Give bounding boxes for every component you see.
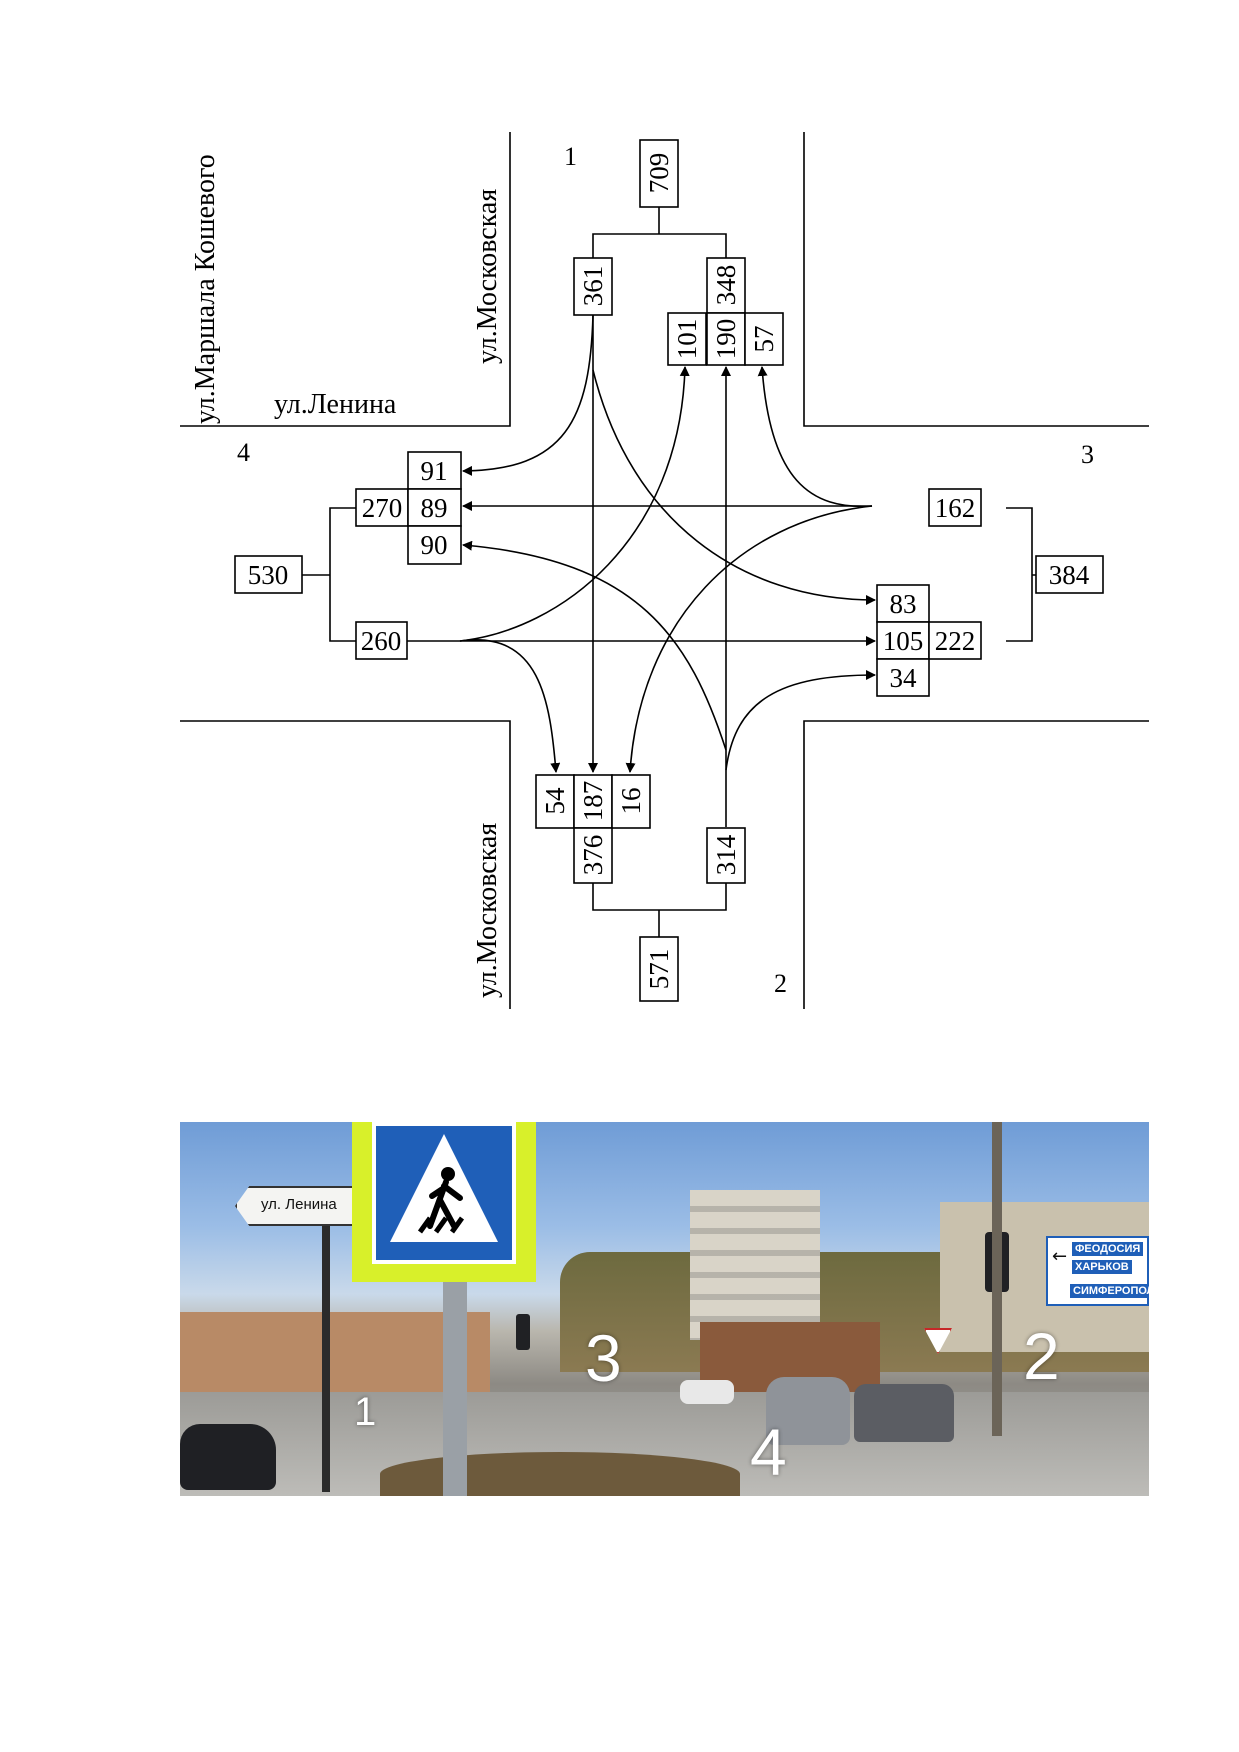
crossing-sign-pole: [443, 1272, 467, 1496]
south-volumes: 54 187 16 376 314 571: [535, 774, 746, 1002]
intersection-photo: ул. Ленина ← ФЕОДОСИЯ ХАРЬКОВ СИМФЕРОПОЛ…: [180, 1122, 1149, 1496]
photo-label-4: 4: [750, 1415, 787, 1489]
west-in-value: 270: [362, 493, 403, 523]
east-arr-mid-box: [876, 621, 930, 660]
south-arr-left-value: 54: [540, 787, 570, 815]
photo-label-1: 1: [354, 1390, 377, 1434]
west-arr-bot-box: [407, 525, 462, 565]
west-volumes: 91 270 89 90 530 260: [234, 451, 462, 660]
street-moskovskaya-south: ул.Московская: [472, 823, 503, 998]
south-in-value: 376: [578, 835, 608, 876]
car-black: [180, 1424, 276, 1490]
west-in-box: [355, 488, 409, 527]
grass-verge: [380, 1452, 740, 1496]
east-total-value: 384: [1049, 560, 1090, 590]
north-right-value: 348: [711, 265, 741, 306]
south-out-box: [706, 827, 746, 884]
north-total-box: [639, 139, 679, 208]
right-pole: [992, 1122, 1002, 1436]
west-arr-bot-value: 90: [421, 530, 448, 560]
traffic-light-left: [516, 1314, 530, 1350]
approach-1: 1: [564, 142, 577, 171]
direction-simferopol: СИМФЕРОПОЛ: [1070, 1284, 1149, 1298]
north-total-value: 709: [644, 153, 674, 194]
south-total-box: [639, 936, 679, 1002]
street-name-sign-text: ул. Ленина: [261, 1196, 337, 1213]
photo-label-3: 3: [585, 1321, 622, 1395]
east-in-box: [928, 621, 982, 660]
direction-sign: ← ФЕОДОСИЯ ХАРЬКОВ СИМФЕРОПОЛ: [1046, 1236, 1149, 1306]
west-out-value: 260: [361, 626, 402, 656]
north-in-right-value: 57: [749, 326, 779, 353]
approach-2: 2: [774, 969, 787, 998]
north-right-box: [706, 257, 746, 314]
street-lenina: ул.Ленина: [274, 389, 397, 420]
direction-arrow-icon: ←: [1052, 1246, 1068, 1267]
north-in-left-box: [667, 312, 707, 366]
street-name-sign: ул. Ленина: [235, 1186, 354, 1226]
west-total-box: [234, 555, 303, 594]
north-in-left-value: 101: [672, 319, 702, 360]
east-arr-bot-box: [876, 658, 930, 697]
east-arr-bot-value: 34: [890, 663, 918, 693]
south-arr-mid-box: [573, 774, 613, 829]
east-arr-top-box: [876, 584, 930, 623]
north-in-mid-box: [706, 312, 746, 366]
north-left-box: [573, 257, 613, 316]
east-out-value: 162: [935, 493, 976, 523]
car-silver: [766, 1377, 850, 1445]
photo-label-2: 2: [1023, 1319, 1060, 1393]
road-edges: [180, 132, 1149, 1009]
approach-4: 4: [237, 438, 250, 467]
direction-feodosiya: ФЕОДОСИЯ: [1072, 1242, 1144, 1256]
east-total-box: [1035, 555, 1104, 594]
north-left-value: 361: [578, 266, 608, 307]
pedestrian-icon: [390, 1134, 498, 1242]
south-total-value: 571: [644, 949, 674, 990]
pedestrian-crossing-sign: [352, 1122, 536, 1282]
car-white: [680, 1380, 734, 1404]
west-arr-top-box: [407, 451, 462, 490]
car-grey: [854, 1384, 954, 1442]
east-arr-top-value: 83: [890, 589, 917, 619]
west-arr-top-value: 91: [421, 456, 448, 486]
south-arr-left-box: [535, 774, 575, 829]
west-total-value: 530: [248, 560, 289, 590]
west-out-box: [355, 621, 408, 660]
west-arr-mid-value: 89: [421, 493, 448, 523]
south-out-value: 314: [711, 834, 741, 875]
north-in-mid-value: 190: [711, 319, 741, 360]
street-sign-post: [322, 1192, 330, 1492]
street-koshevogo: ул.Маршала Кошевого: [190, 154, 221, 424]
south-arr-right-box: [611, 774, 651, 829]
north-volumes: 709 361 348 101 190 57: [573, 139, 784, 366]
north-in-right-box: [744, 312, 784, 366]
south-arr-mid-value: 187: [578, 781, 608, 822]
east-volumes: 162 384 83 105 222 34: [876, 488, 1104, 697]
direction-kharkov: ХАРЬКОВ: [1072, 1260, 1132, 1274]
approach-3: 3: [1081, 440, 1094, 469]
intersection-diagram: ул.Маршала Кошевого ул.Ленина ул.Московс…: [180, 132, 1149, 1009]
flow-lines: [407, 314, 876, 827]
east-arr-mid-value: 105: [883, 626, 924, 656]
apartment-building: [690, 1190, 820, 1340]
south-arr-right-value: 16: [616, 788, 646, 815]
east-in-value: 222: [935, 626, 976, 656]
south-in-box: [573, 827, 613, 884]
street-moskovskaya-north: ул.Московская: [472, 189, 503, 364]
east-out-box: [928, 488, 982, 527]
